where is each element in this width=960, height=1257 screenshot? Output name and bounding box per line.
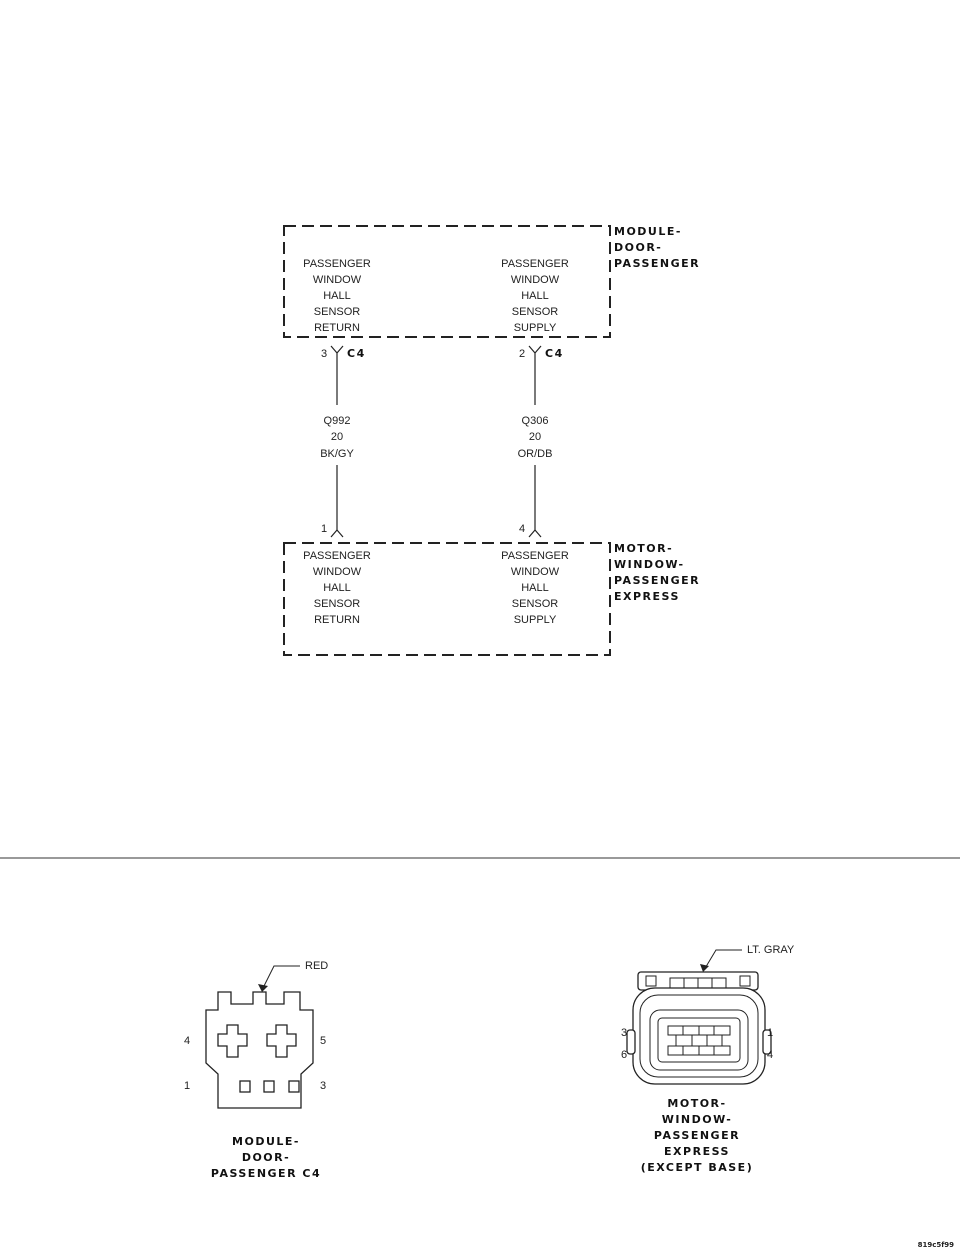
motor-pin-4-marker: 4 (519, 523, 542, 538)
svg-text:DOOR-: DOOR- (614, 241, 662, 254)
connector-c4-color-callout: RED (258, 960, 328, 992)
svg-text:PASSENGER: PASSENGER (501, 258, 569, 270)
svg-text:4: 4 (519, 523, 525, 535)
svg-text:Q992: Q992 (324, 415, 351, 427)
module-pin-3-marker: 3 C4 (321, 345, 366, 360)
svg-text:6: 6 (621, 1049, 627, 1061)
svg-text:PASSENGER: PASSENGER (654, 1129, 740, 1142)
motor-pin-1-marker: 1 (321, 523, 344, 538)
svg-text:1: 1 (767, 1027, 773, 1039)
svg-text:MOTOR-: MOTOR- (614, 542, 673, 555)
svg-text:WINDOW: WINDOW (511, 274, 560, 286)
svg-text:DOOR-: DOOR- (242, 1151, 290, 1164)
connector-motor-color-callout: LT. GRAY (700, 944, 795, 972)
svg-text:HALL: HALL (323, 582, 351, 594)
wire-q306-label: Q306 20 OR/DB (518, 415, 553, 460)
svg-text:3: 3 (321, 348, 327, 360)
motor-window-label: MOTOR- WINDOW- PASSENGER EXPRESS (614, 542, 700, 603)
module-door-passenger-box (283, 225, 611, 338)
motor-supply-function-text: PASSENGER WINDOW HALL SENSOR SUPPLY (501, 550, 569, 626)
svg-text:HALL: HALL (521, 582, 549, 594)
svg-text:PASSENGER: PASSENGER (303, 550, 371, 562)
svg-text:PASSENGER: PASSENGER (614, 257, 700, 270)
svg-text:RED: RED (305, 960, 328, 972)
svg-text:2: 2 (519, 348, 525, 360)
svg-text:20: 20 (331, 431, 343, 443)
svg-text:SENSOR: SENSOR (314, 306, 361, 318)
connector-motor-caption: MOTOR- WINDOW- PASSENGER EXPRESS (EXCEPT… (641, 1097, 753, 1174)
svg-text:MOTOR-: MOTOR- (667, 1097, 726, 1110)
connector-motor-pin-numbers: 3 1 6 4 (621, 1027, 773, 1061)
svg-text:WINDOW-: WINDOW- (614, 558, 685, 571)
connector-c4-face-view (205, 991, 314, 1109)
svg-text:RETURN: RETURN (314, 614, 360, 626)
svg-text:20: 20 (529, 431, 541, 443)
module-supply-function-text: PASSENGER WINDOW HALL SENSOR SUPPLY (501, 258, 569, 334)
svg-text:BK/GY: BK/GY (320, 448, 354, 460)
connector-motor-face-view (626, 971, 772, 1085)
svg-text:(EXCEPT BASE): (EXCEPT BASE) (641, 1161, 753, 1174)
svg-text:EXPRESS: EXPRESS (614, 590, 680, 603)
motor-window-box (283, 542, 611, 656)
svg-text:EXPRESS: EXPRESS (664, 1145, 730, 1158)
svg-text:PASSENGER C4: PASSENGER C4 (211, 1167, 321, 1180)
svg-text:PASSENGER: PASSENGER (303, 258, 371, 270)
svg-text:1: 1 (184, 1080, 190, 1092)
svg-text:4: 4 (767, 1049, 773, 1061)
svg-text:1: 1 (321, 523, 327, 535)
svg-text:PASSENGER: PASSENGER (614, 574, 700, 587)
svg-text:SUPPLY: SUPPLY (514, 322, 557, 334)
svg-text:RETURN: RETURN (314, 322, 360, 334)
module-return-function-text: PASSENGER WINDOW HALL SENSOR RETURN (303, 258, 371, 334)
figure-id: 819c5f99 (918, 1241, 955, 1249)
module-door-passenger-label: MODULE- DOOR- PASSENGER (614, 225, 700, 270)
svg-text:WINDOW-: WINDOW- (662, 1113, 733, 1126)
motor-return-function-text: PASSENGER WINDOW HALL SENSOR RETURN (303, 550, 371, 626)
svg-text:MODULE-: MODULE- (232, 1135, 300, 1148)
svg-text:Q306: Q306 (522, 415, 549, 427)
svg-text:WINDOW: WINDOW (511, 566, 560, 578)
wire-q992-label: Q992 20 BK/GY (320, 415, 354, 460)
svg-text:HALL: HALL (323, 290, 351, 302)
svg-text:SUPPLY: SUPPLY (514, 614, 557, 626)
svg-text:C4: C4 (347, 347, 366, 360)
svg-text:SENSOR: SENSOR (314, 598, 361, 610)
svg-text:3: 3 (621, 1027, 627, 1039)
connector-c4-pin-numbers: 4 5 1 3 (184, 1035, 326, 1092)
svg-text:PASSENGER: PASSENGER (501, 550, 569, 562)
svg-text:C4: C4 (545, 347, 564, 360)
svg-text:SENSOR: SENSOR (512, 598, 559, 610)
svg-text:HALL: HALL (521, 290, 549, 302)
svg-text:WINDOW: WINDOW (313, 274, 362, 286)
svg-text:5: 5 (320, 1035, 326, 1047)
svg-text:LT. GRAY: LT. GRAY (747, 944, 795, 956)
svg-text:SENSOR: SENSOR (512, 306, 559, 318)
svg-text:MODULE-: MODULE- (614, 225, 682, 238)
svg-text:OR/DB: OR/DB (518, 448, 553, 460)
module-pin-2-marker: 2 C4 (519, 345, 564, 360)
connector-c4-caption: MODULE- DOOR- PASSENGER C4 (211, 1135, 321, 1180)
svg-text:3: 3 (320, 1080, 326, 1092)
svg-text:WINDOW: WINDOW (313, 566, 362, 578)
svg-text:4: 4 (184, 1035, 190, 1047)
